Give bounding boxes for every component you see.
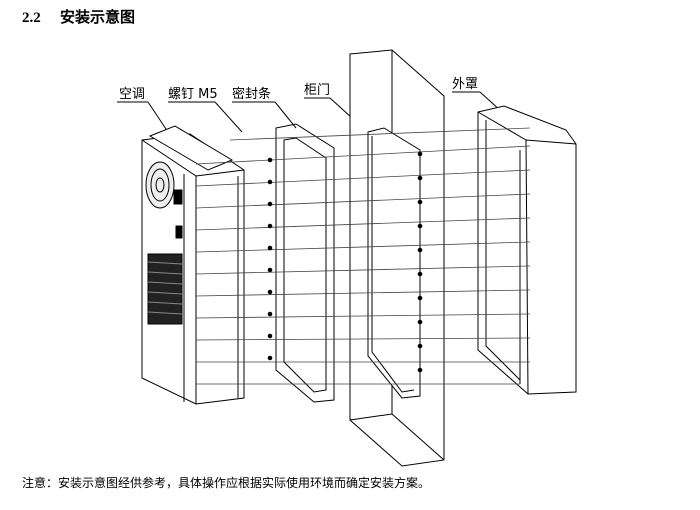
section-heading: 2.2 安装示意图 [22,6,135,27]
section-number: 2.2 [22,10,41,26]
label-air-conditioner: 空调 [119,87,145,102]
installation-note: 注意：安装示意图经供参考，具体操作应根据实际使用环境而确定安装方案。 [22,476,431,490]
label-outer-cover: 外罩 [452,77,478,92]
label-screw: 螺钉 M5 [168,87,218,102]
label-cabinet-door: 柜门 [304,83,330,98]
section-title: 安装示意图 [59,8,135,26]
label-seal-strip: 密封条 [232,86,271,102]
